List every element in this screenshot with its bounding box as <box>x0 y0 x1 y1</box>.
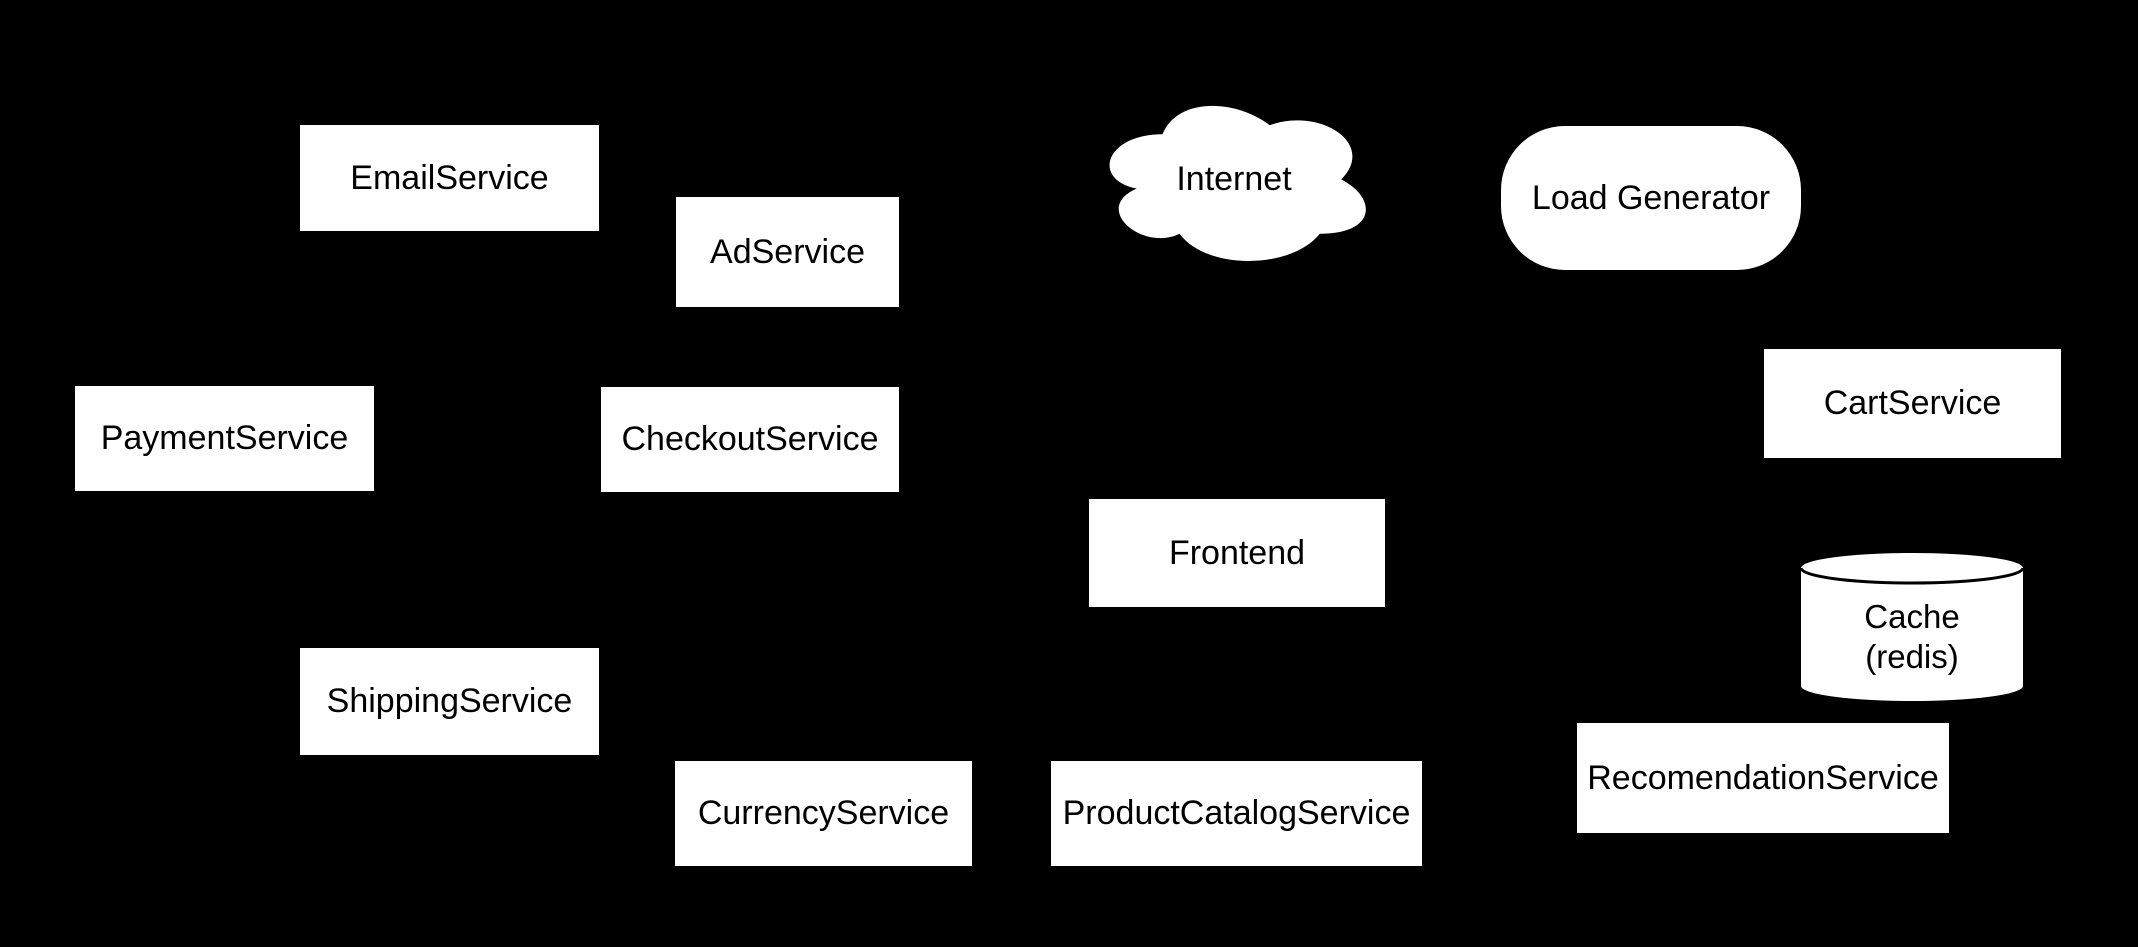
node-payment-service-label: PaymentService <box>100 419 349 458</box>
node-payment-service: PaymentService <box>75 386 374 491</box>
node-internet-label: Internet <box>1176 160 1292 199</box>
node-recomendation-service: RecomendationService <box>1577 723 1949 833</box>
node-ad-service-label: AdService <box>710 232 865 271</box>
node-currency-service-label: CurrencyService <box>697 794 950 833</box>
node-email-service-label: EmailService <box>350 158 549 197</box>
node-product-catalog-service: ProductCatalogService <box>1051 761 1422 866</box>
database-cylinder-icon <box>1801 553 2023 701</box>
node-shipping-service: ShippingService <box>300 648 599 755</box>
cloud-icon <box>1109 105 1366 261</box>
cache-label-line1: Cache <box>1864 598 1960 635</box>
node-frontend: Frontend <box>1089 499 1385 607</box>
node-cart-service: CartService <box>1764 349 2061 458</box>
node-cache-redis: Cache (redis) <box>1801 553 2023 701</box>
node-load-generator: Load Generator <box>1501 126 1801 270</box>
cache-label-line2: (redis) <box>1865 638 1959 675</box>
node-ad-service: AdService <box>676 197 899 307</box>
node-load-generator-label: Load Generator <box>1531 178 1771 217</box>
node-product-catalog-service-label: ProductCatalogService <box>1062 794 1411 833</box>
node-recomendation-service-label: RecomendationService <box>1587 758 1939 797</box>
node-cart-service-label: CartService <box>1823 384 2002 423</box>
node-email-service: EmailService <box>300 125 599 231</box>
node-checkout-service: CheckoutService <box>601 387 899 492</box>
node-cache-redis-label: Cache (redis) <box>1864 577 1959 677</box>
node-checkout-service-label: CheckoutService <box>621 420 879 459</box>
node-shipping-service-label: ShippingService <box>326 682 573 721</box>
node-frontend-label: Frontend <box>1168 533 1306 572</box>
node-internet: Internet <box>1091 89 1377 270</box>
node-currency-service: CurrencyService <box>675 761 972 866</box>
